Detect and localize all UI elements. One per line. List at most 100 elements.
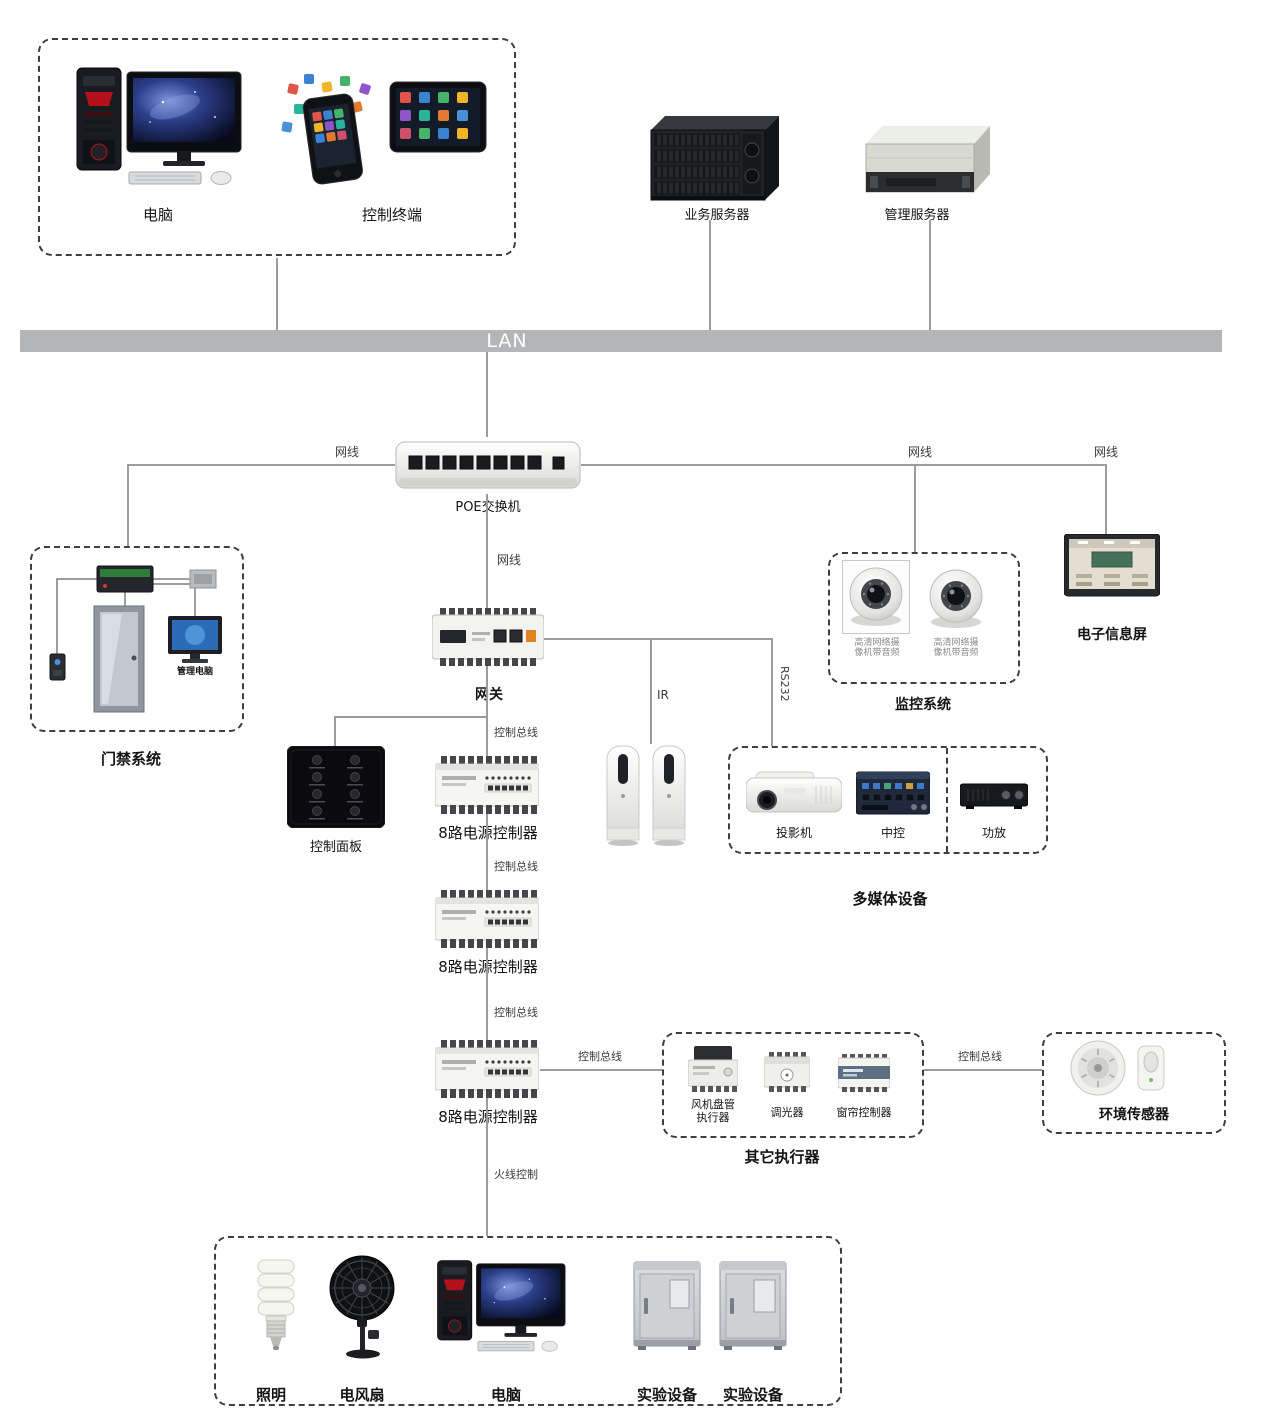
camera1-caption-line2: 像机带音频 [854, 648, 900, 658]
surveillance-group-box [828, 552, 1020, 684]
line-switch-to-access [128, 464, 395, 466]
gateway-label: 网关 [475, 687, 503, 703]
multimedia-group-box [728, 746, 1048, 854]
line-branch-to-panel-h [334, 716, 488, 718]
control-panel-illustration [286, 745, 386, 829]
line-branch-to-panel-v [334, 716, 336, 746]
access-control-group-label: 门禁系统 [100, 750, 162, 768]
curtain-controller-illustration [837, 1054, 891, 1092]
central-control-label: 中控 [880, 826, 906, 840]
projector-label: 投影机 [775, 826, 813, 840]
line-down-to-surveillance [914, 464, 916, 552]
line-management-server-to-lan [929, 220, 931, 330]
control-terminal-illustration [278, 70, 493, 188]
air-conditioner-2-illustration [652, 744, 686, 846]
control-terminal-label: 控制终端 [361, 206, 423, 224]
management-server-illustration [860, 110, 995, 202]
power-controller-2-illustration [434, 890, 540, 948]
electric-fan-illustration [322, 1254, 402, 1360]
control-bus-label-2: 控制总线 [494, 860, 538, 873]
info-screen-illustration [1063, 533, 1161, 598]
info-screen-label: 电子信息屏 [1077, 627, 1147, 643]
control-bus-label-1: 控制总线 [494, 726, 538, 739]
line-switch-to-gateway [486, 494, 488, 610]
business-server-illustration [645, 100, 785, 208]
surveillance-group-label: 监控系统 [895, 697, 951, 713]
lab-equipment-2-label: 实验设备 [722, 1386, 784, 1404]
business-server-label: 业务服务器 [684, 208, 750, 223]
gateway-illustration [431, 608, 545, 666]
line-lan-to-switch [486, 352, 488, 437]
terminals-group-box [38, 38, 516, 256]
live-wire-label: 火线控制 [494, 1168, 538, 1181]
net-cable-label-right: 网线 [1093, 445, 1119, 459]
net-cable-label-gateway: 网线 [497, 553, 522, 567]
line-rs232-drop [771, 638, 773, 746]
actuators-group-label: 其它执行器 [744, 1148, 820, 1166]
desktop-pc-illustration [75, 62, 255, 188]
control-bus-label-3: 控制总线 [494, 1006, 538, 1019]
camera1-caption-line1: 高清网络摄 [854, 638, 900, 648]
lan-label: LAN [486, 330, 528, 352]
camera2-caption-line2: 像机带音频 [933, 648, 979, 658]
control-panel-label: 控制面板 [309, 840, 363, 855]
lab-equipment-1-label: 实验设备 [636, 1386, 698, 1404]
actuators-group-box [662, 1032, 924, 1138]
line-controller3-to-loads [486, 1098, 488, 1236]
multimedia-divider [946, 748, 948, 852]
amplifier-illustration [959, 780, 1029, 810]
power-controller-3-label: 8路电源控制器 [438, 1108, 538, 1126]
dome-camera-2-illustration [924, 566, 988, 630]
power-controller-1-illustration [434, 756, 540, 814]
load-pc-illustration [436, 1256, 576, 1354]
management-pc-label: 管理电脑 [176, 667, 214, 677]
curtain-controller-label: 窗帘控制器 [836, 1106, 892, 1119]
line-gateway-right-branch [544, 638, 773, 640]
power-controller-2-label: 8路电源控制器 [438, 958, 538, 976]
air-conditioner-1-illustration [606, 744, 640, 846]
line-down-to-access-box [127, 464, 129, 546]
line-business-server-to-lan [709, 220, 711, 330]
line-actuators-to-sensor [924, 1069, 1042, 1071]
fan-coil-label-line1: 风机盘管 [691, 1098, 735, 1111]
cfl-bulb-illustration [254, 1258, 298, 1354]
line-controller1-to-controller2 [486, 814, 488, 890]
camera2-caption-line1: 高清网络摄 [933, 638, 979, 648]
multimedia-group-label: 多媒体设备 [852, 890, 928, 908]
load-pc-label: 电脑 [490, 1386, 522, 1404]
load-devices-group-box [214, 1236, 842, 1406]
dome-camera-1-illustration [844, 564, 908, 628]
line-controller3-to-actuators [540, 1069, 662, 1071]
central-control-illustration [855, 768, 931, 816]
line-ir-drop [650, 638, 652, 744]
lan-bus-bar: LAN [20, 330, 1222, 352]
lab-equipment-2-illustration [718, 1260, 788, 1352]
dimmer-label: 调光器 [770, 1106, 804, 1119]
control-bus-label-4: 控制总线 [578, 1050, 622, 1063]
fan-coil-actuator-illustration [687, 1046, 739, 1092]
net-cable-label-left: 网线 [334, 445, 360, 459]
control-bus-label-5: 控制总线 [958, 1050, 1002, 1063]
power-controller-3-illustration [434, 1040, 540, 1098]
lighting-label: 照明 [255, 1386, 287, 1404]
poe-switch-label: POE交换机 [455, 500, 521, 515]
ir-label: IR [657, 688, 669, 702]
sensor-group-label: 环境传感器 [1099, 1107, 1169, 1123]
rs232-label: RS232 [778, 666, 791, 702]
power-controller-1-label: 8路电源控制器 [438, 824, 538, 842]
lab-equipment-1-illustration [632, 1260, 702, 1352]
sensor-group-box [1042, 1032, 1226, 1134]
line-terminals-to-lan [276, 258, 278, 330]
access-control-group-box [30, 546, 244, 732]
dimmer-illustration [763, 1052, 811, 1092]
access-control-illustration [42, 558, 242, 720]
line-gateway-to-controller1 [486, 666, 488, 756]
line-controller2-to-controller3 [486, 948, 488, 1040]
projector-illustration [745, 770, 843, 816]
line-down-to-info-screen [1105, 464, 1107, 535]
environment-sensor-illustration [1064, 1038, 1174, 1100]
line-switch-to-right [581, 464, 1106, 466]
electric-fan-label: 电风扇 [339, 1386, 385, 1404]
computer-label: 电脑 [142, 206, 174, 224]
